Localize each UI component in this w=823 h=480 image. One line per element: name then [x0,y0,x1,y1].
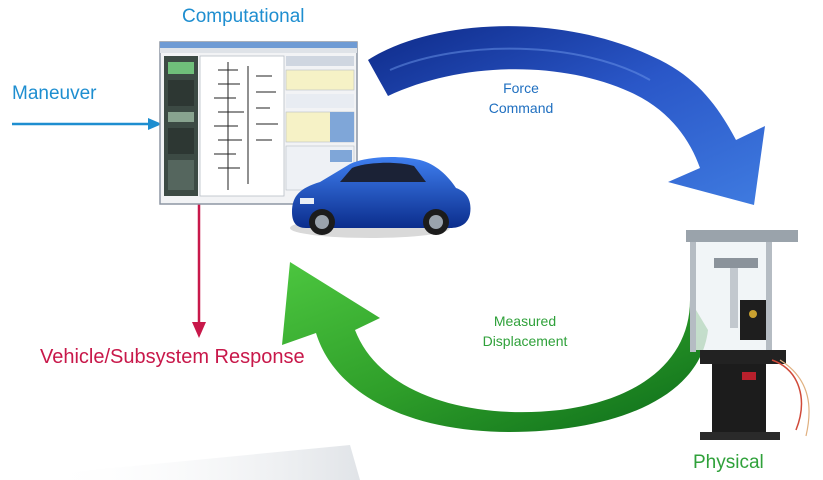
car-icon [290,156,471,238]
floor-shadow [40,445,360,480]
software-window-icon [159,41,358,205]
force-command-arrow [368,26,765,205]
vehicle-response-label: Vehicle/Subsystem Response [40,346,305,368]
computational-title: Computational [182,6,305,27]
test-rig-icon [686,230,810,440]
force-command-label: Force Command [488,80,554,116]
physical-title: Physical [693,452,764,473]
maneuver-arrow [12,118,162,130]
response-arrow [192,200,206,338]
maneuver-label: Maneuver [12,83,97,104]
measured-displacement-arrow [282,262,708,432]
measured-displacement-label: Measured Displacement [482,313,568,349]
